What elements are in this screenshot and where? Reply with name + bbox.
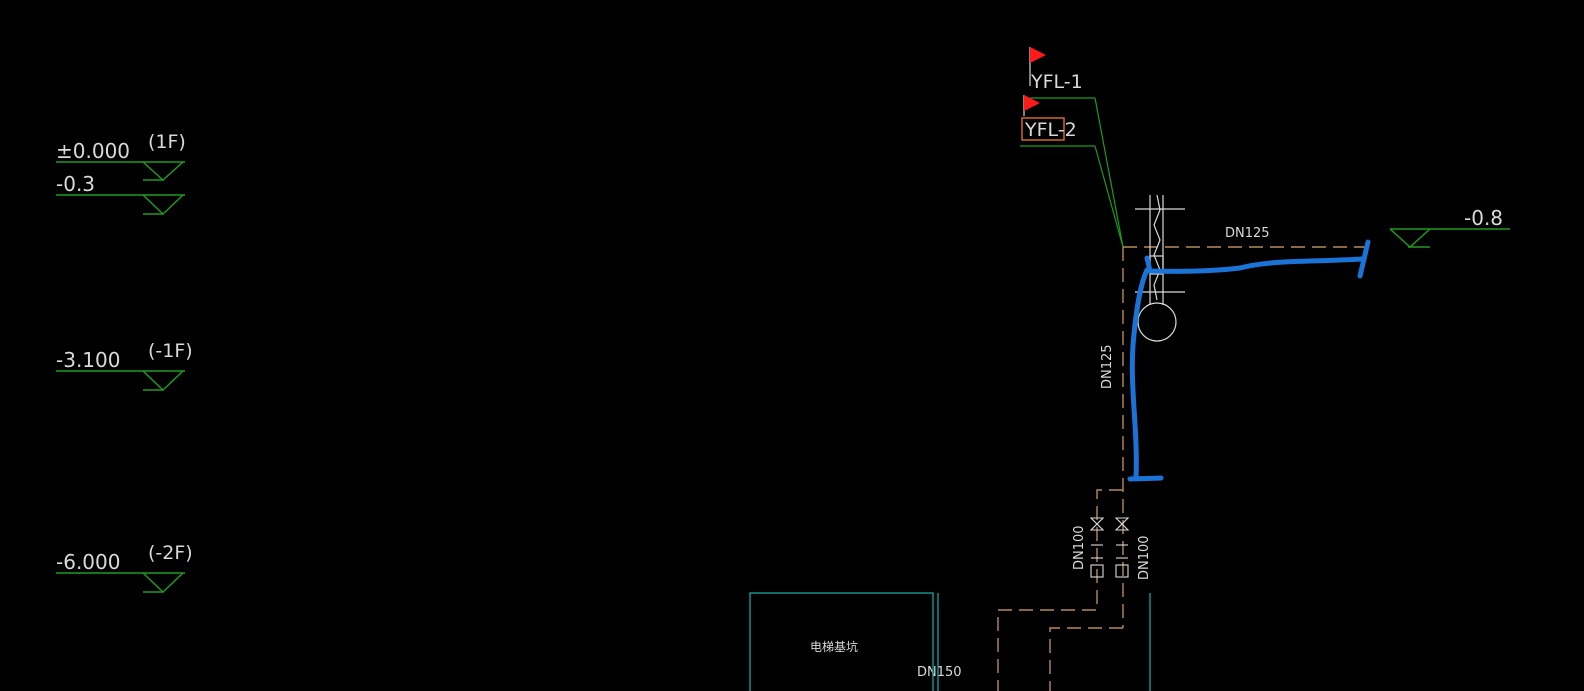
markup-vertical-stroke [1129, 267, 1150, 481]
level-triangle [142, 194, 184, 216]
level-marker-minus-0-3[interactable]: -0.3 [56, 172, 185, 216]
riser-flag-yfl-1[interactable]: YFL-1 [1029, 47, 1095, 99]
pipe-label-dn125-vertical: DN125 [1100, 344, 1115, 389]
level-marker-minus-2f[interactable]: -6.000 (-2F) [56, 542, 193, 594]
pipe-dn100-branch-right[interactable] [1049, 627, 1123, 691]
leader-line [1094, 97, 1124, 248]
flag-leaders [1094, 97, 1124, 248]
valve-box [1090, 564, 1104, 578]
level-marker-1f[interactable]: ±0.000 (1F) [56, 131, 186, 182]
gate-valves-icon[interactable] [1089, 517, 1130, 578]
meter-circle-icon [1137, 302, 1177, 342]
leader-line [1094, 145, 1124, 248]
flag-label: YFL-1 [1030, 71, 1083, 93]
sleeve-fitting-icon[interactable] [1135, 194, 1185, 342]
level-value: -6.000 [56, 550, 120, 574]
flag-label: YFL-2 [1024, 119, 1077, 141]
flag-icon [1024, 95, 1040, 111]
valve-box [1115, 564, 1129, 578]
level-marker-minus-0-8[interactable]: -0.8 [1389, 206, 1510, 249]
pipe-dn100-branch-left[interactable] [997, 489, 1123, 691]
level-triangle [142, 572, 184, 594]
level-value: -0.3 [56, 172, 95, 196]
level-value: ±0.000 [56, 139, 130, 163]
redline-markup[interactable] [1127, 239, 1371, 482]
elevator-pit[interactable]: 电梯基坑 [749, 592, 939, 691]
pit-outline [749, 592, 934, 691]
pipe-network[interactable] [997, 246, 1370, 691]
level-triangle [1389, 228, 1431, 249]
level-triangle [142, 161, 184, 182]
pipe-label-dn100-right: DN100 [1137, 535, 1152, 580]
level-floor: (-2F) [148, 542, 193, 564]
level-floor: (-1F) [148, 340, 193, 362]
flag-icon [1030, 47, 1046, 63]
riser-flag-yfl-2[interactable]: YFL-2 [1020, 95, 1095, 147]
markup-foot-stroke [1127, 475, 1164, 482]
level-marker-minus-1f[interactable]: -3.100 (-1F) [56, 340, 193, 392]
room-label: 电梯基坑 [810, 639, 858, 654]
pipe-label-dn150: DN150 [917, 665, 962, 680]
markup-end-tick [1357, 239, 1371, 279]
valve-icon [1114, 517, 1130, 531]
level-value: -0.8 [1464, 206, 1503, 230]
break-line [1153, 194, 1161, 301]
selection-box [1021, 117, 1065, 141]
level-value: -3.100 [56, 348, 120, 372]
level-triangle [142, 370, 184, 392]
pipe-label-dn125-horizontal: DN125 [1225, 226, 1270, 241]
valve-icon [1089, 517, 1105, 531]
level-floor: (1F) [148, 131, 186, 153]
markup-horizontal-stroke [1144, 255, 1365, 274]
pipe-label-dn100-left: DN100 [1072, 525, 1087, 570]
